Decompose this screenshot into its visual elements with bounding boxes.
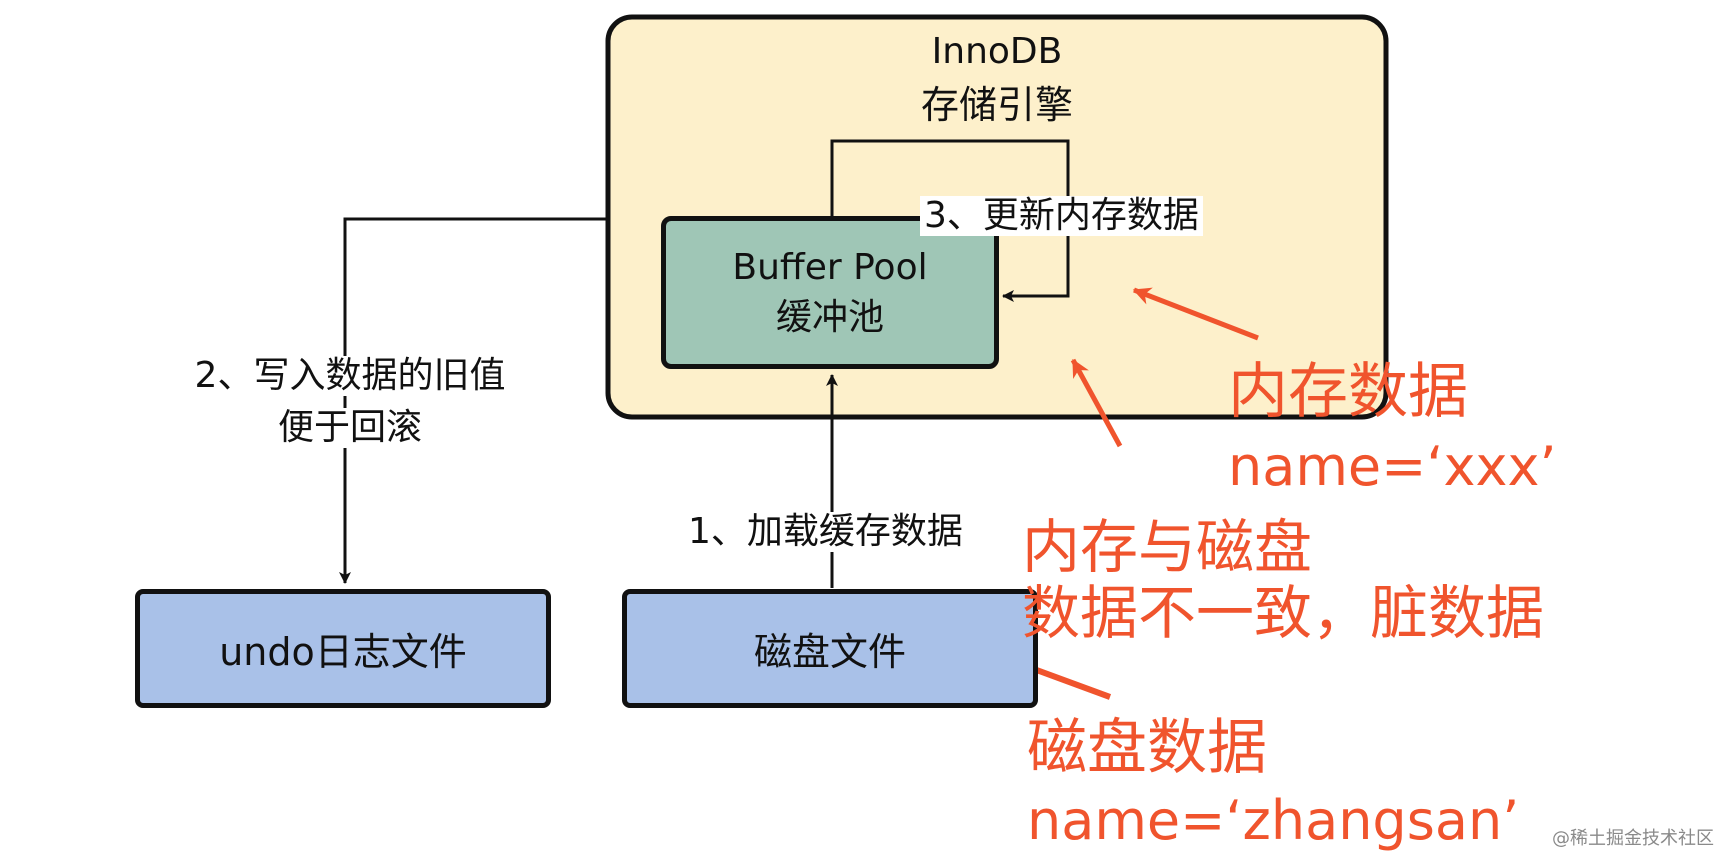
- undo-file-box: undo日志文件: [135, 589, 551, 708]
- step-write-old-label: 2、写入数据的旧值: [190, 356, 510, 396]
- disk-data-value: name=‘zhangsan’: [1027, 789, 1520, 852]
- disk-file-box: 磁盘文件: [622, 589, 1038, 708]
- inconsistent-title: 内存与磁盘: [1022, 513, 1313, 581]
- step-load-label: 1、加载缓存数据: [684, 512, 967, 552]
- step-update-label: 3、更新内存数据: [920, 196, 1203, 236]
- innodb-subtitle: 存储引擎: [920, 83, 1074, 127]
- disk-data-title: 磁盘数据: [1027, 713, 1267, 783]
- undo-file-label: undo日志文件: [219, 630, 467, 674]
- buffer-pool-box: Buffer Pool 缓冲池: [661, 216, 999, 369]
- watermark: @稀土掘金技术社区: [1552, 828, 1714, 849]
- innodb-title: InnoDB: [931, 31, 1063, 72]
- dirty-data-pointer-arrow: [1070, 358, 1123, 448]
- disk-file-label: 磁盘文件: [753, 630, 906, 674]
- update-memory-arrow: [830, 139, 1070, 302]
- memory-data-value: name=‘xxx’: [1228, 435, 1557, 498]
- buffer-pool-sublabel: 缓冲池: [775, 296, 884, 338]
- write-old-value-arrow: [339, 217, 606, 584]
- step-write-old-sublabel: 便于回滚: [273, 408, 427, 448]
- inconsistent-subtitle: 数据不一致，脏数据: [1022, 579, 1545, 647]
- buffer-pool-label: Buffer Pool: [732, 246, 928, 288]
- memory-data-pointer-arrow: [1132, 287, 1259, 341]
- memory-data-title: 内存数据: [1228, 357, 1468, 427]
